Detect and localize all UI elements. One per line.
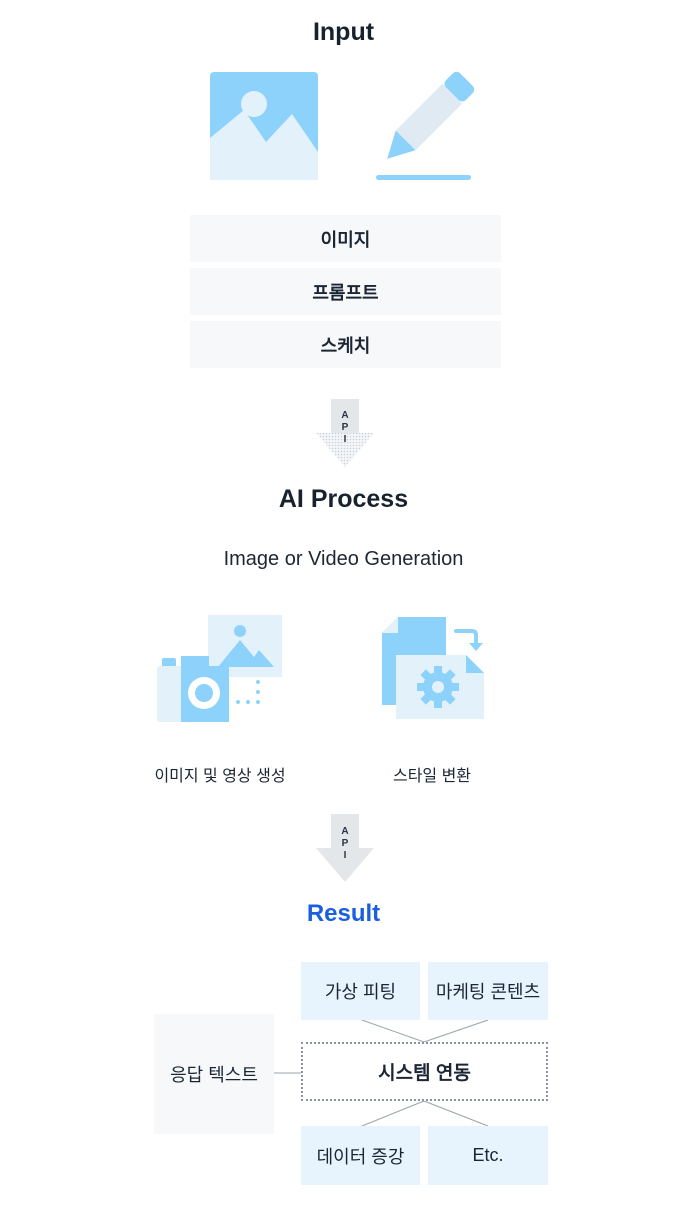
api-arrow-down-icon-2 [316, 814, 374, 882]
input-item-sketch: 스케치 [190, 321, 501, 368]
response-text-box: 응답 텍스트 [154, 1014, 274, 1134]
input-item-prompt: 프롬프트 [190, 268, 501, 315]
arrow2-label-i: I [343, 850, 347, 861]
marketing-content-box: 마케팅 콘텐츠 [428, 962, 548, 1020]
etc-box: Etc. [428, 1126, 548, 1185]
arrow1-label-i: I [343, 434, 347, 445]
virtual-fitting-box: 가상 피팅 [301, 962, 420, 1020]
system-integration-box: 시스템 연동 [301, 1042, 548, 1101]
arrow1-label-a: A [341, 410, 349, 421]
pencil-icon [376, 71, 475, 180]
input-title: Input [312, 18, 375, 46]
file-gear-icon [382, 617, 484, 719]
ai-process-subtitle: Image or Video Generation [223, 548, 464, 570]
arrow2-label-a: A [341, 826, 349, 837]
ai-process-title: AI Process [278, 485, 409, 513]
input-item-image: 이미지 [190, 215, 501, 262]
feature-style-label: 스타일 변환 [392, 768, 472, 785]
data-augmentation-box: 데이터 증강 [301, 1126, 420, 1185]
api-arrow-down-icon [316, 399, 374, 467]
camera-gallery-icon [157, 615, 282, 722]
arrow1-label-p: P [341, 422, 349, 433]
image-icon [210, 72, 318, 180]
feature-generate-label: 이미지 및 영상 생성 [154, 768, 286, 785]
arrow2-label-p: P [341, 838, 349, 849]
result-title: Result [306, 900, 381, 927]
